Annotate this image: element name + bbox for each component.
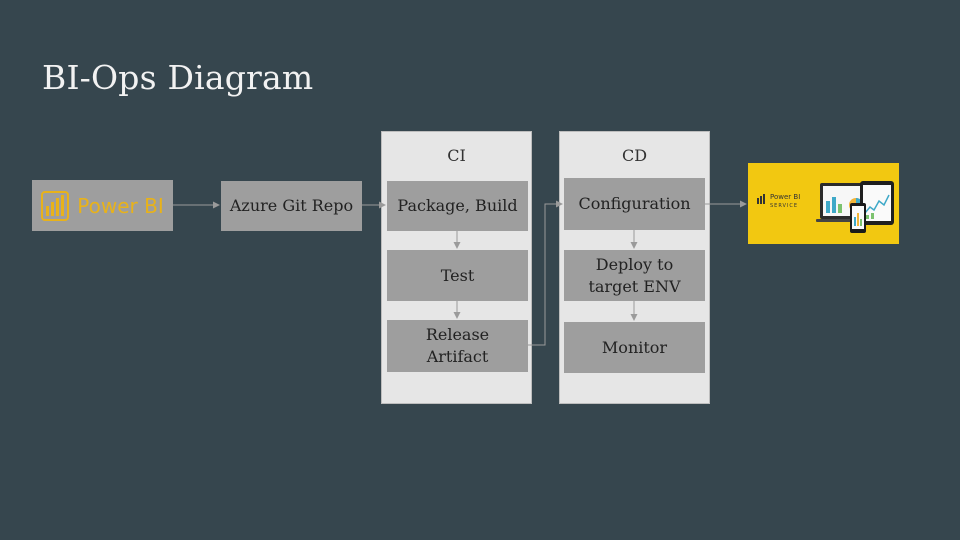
- service-title: Power BI: [770, 193, 801, 201]
- cd-step-deploy: Deploy to target ENV: [564, 250, 705, 301]
- service-subtitle: SERVICE: [770, 203, 799, 209]
- power-bi-service-node: Power BI SERVICE: [748, 163, 899, 244]
- cd-panel-label: CD: [621, 146, 648, 165]
- azure-git-repo-node: Azure Git Repo: [221, 181, 362, 231]
- arrow-release-to-configuration: [528, 200, 563, 346]
- ci-step-package-build: Package, Build: [387, 181, 528, 231]
- ci-step-release-artifact: Release Artifact: [387, 320, 528, 372]
- cd-step-monitor: Monitor: [564, 322, 705, 373]
- power-bi-service-small-logo-icon: [757, 194, 765, 204]
- power-bi-source-label: Power BI: [77, 193, 164, 218]
- ci-step-test: Test: [387, 250, 528, 301]
- cd-step-configuration: Configuration: [564, 178, 705, 230]
- power-bi-service-devices-icon: [816, 181, 894, 233]
- ci-panel-label: CI: [447, 146, 466, 165]
- power-bi-source-node: Power BI: [32, 180, 173, 231]
- power-bi-service-label: Power BI SERVICE: [770, 193, 800, 211]
- page-title: BI-Ops Diagram: [42, 58, 314, 97]
- power-bi-logo-icon: [41, 190, 70, 221]
